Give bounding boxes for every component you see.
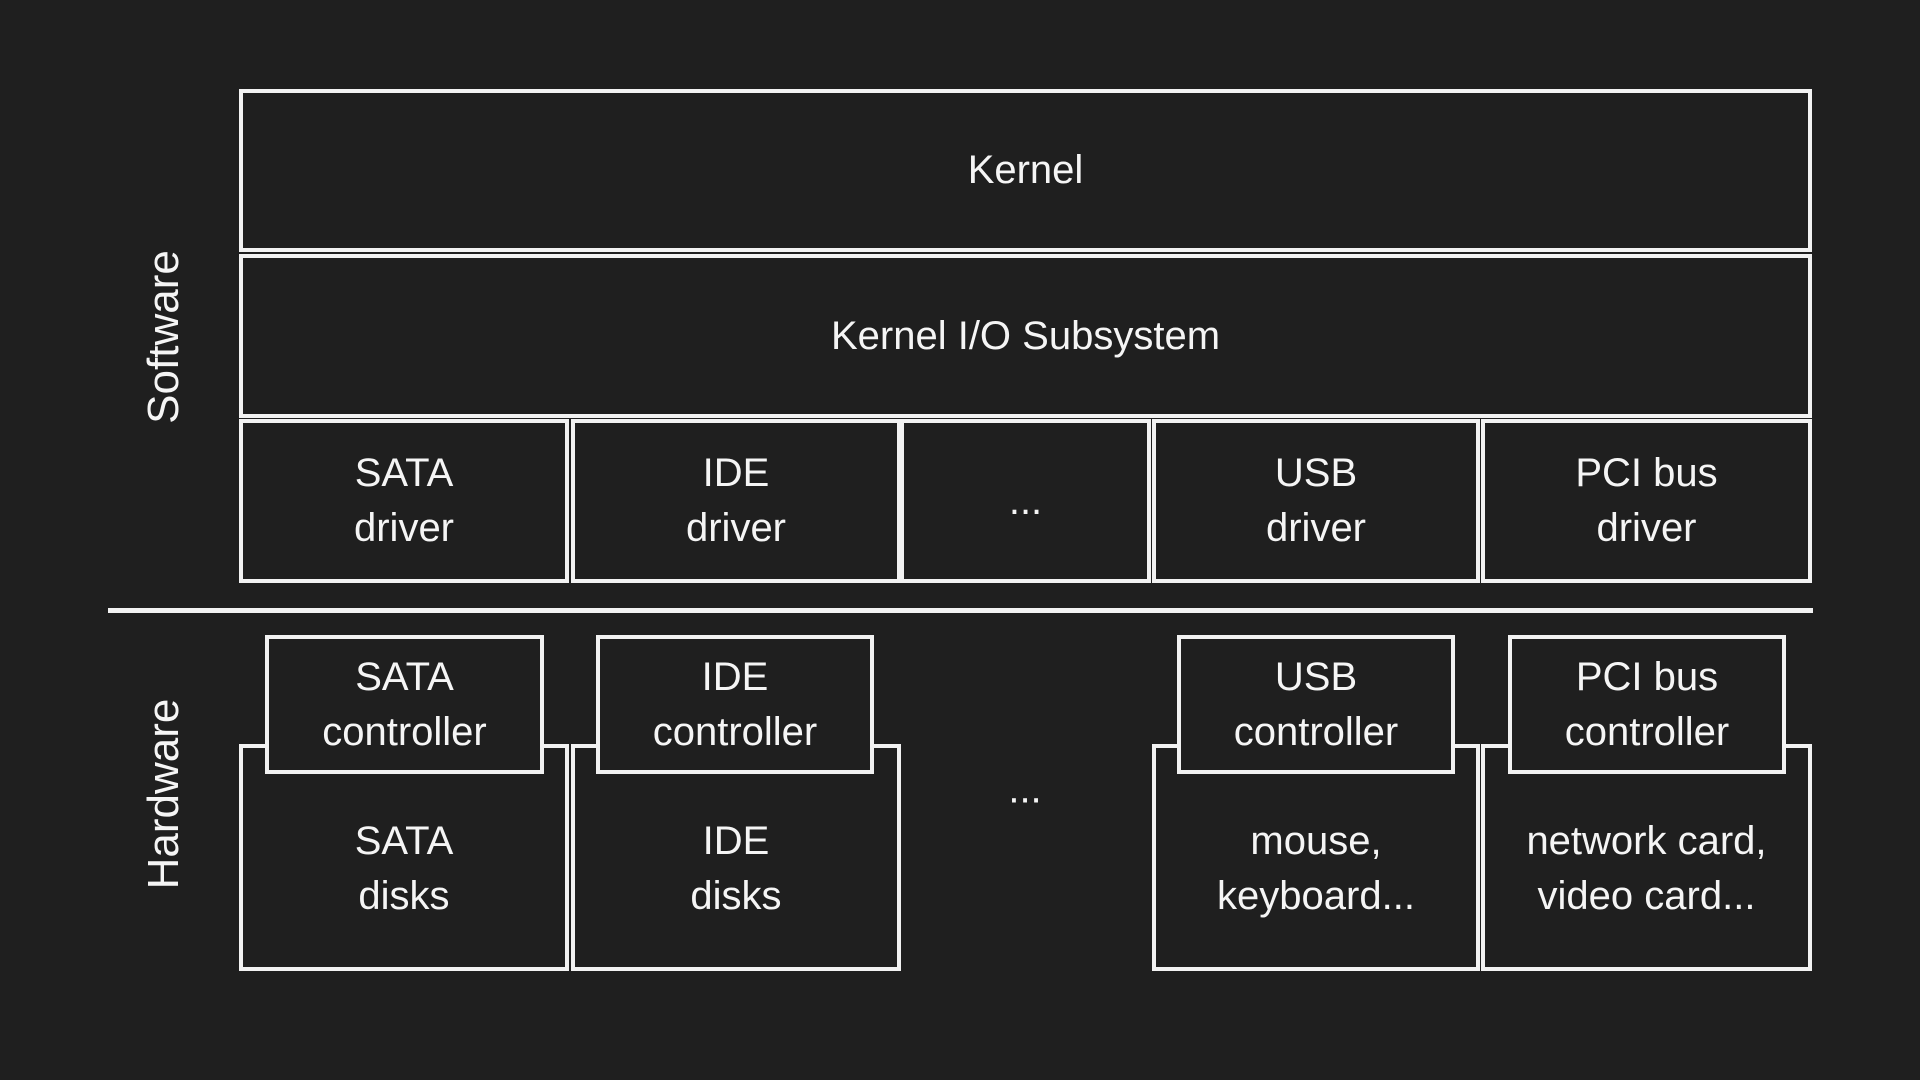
driver-box-pci-bus: PCI bus driver	[1481, 419, 1812, 583]
hardware-label: Hardware	[139, 698, 188, 890]
software-hardware-divider	[108, 608, 1813, 613]
driver-box-sata: SATA driver	[239, 419, 569, 583]
device-line2: keyboard...	[1217, 874, 1415, 918]
device-line1: network card,	[1526, 819, 1767, 863]
software-label: Software	[139, 250, 188, 424]
driver-box-ide: IDE driver	[571, 419, 901, 583]
device-line1: IDE	[702, 819, 770, 863]
kernel-io-subsystem-box: Kernel I/O Subsystem	[239, 254, 1812, 418]
controller-box-usb: USB controller	[1177, 635, 1455, 774]
driver-line2: driver	[353, 506, 455, 550]
controller-box-ide: IDE controller	[596, 635, 874, 774]
driver-line1: USB	[1274, 451, 1358, 495]
device-line2: disks	[690, 874, 782, 918]
device-line2: video card...	[1537, 874, 1756, 918]
controller-line2: controller	[322, 709, 487, 754]
controller-line1: IDE	[701, 654, 769, 699]
controller-line2: controller	[1564, 709, 1730, 754]
driver-box-usb: USB driver	[1152, 419, 1480, 583]
driver-line1: IDE	[702, 451, 770, 495]
controller-line2: controller	[1233, 709, 1399, 754]
controller-box-sata: SATA controller	[265, 635, 544, 774]
kernel-label: Kernel	[967, 148, 1084, 192]
driver-line1: PCI bus	[1575, 451, 1718, 495]
device-box-expansion-cards: network card, video card...	[1481, 744, 1812, 971]
device-box-input-devices: mouse, keyboard...	[1152, 744, 1480, 971]
kernel-box: Kernel	[239, 89, 1812, 252]
hardware-ellipsis: ...	[1008, 767, 1042, 812]
controller-line1: SATA	[355, 654, 454, 699]
driver-box-ellipsis: ...	[900, 419, 1151, 583]
driver-line2: driver	[685, 506, 787, 550]
device-line1: SATA	[354, 819, 454, 863]
device-line1: mouse,	[1250, 819, 1382, 863]
controller-line1: PCI bus	[1575, 654, 1719, 699]
driver-line2: driver	[1596, 506, 1697, 550]
kernel-io-subsystem-label: Kernel I/O Subsystem	[830, 313, 1221, 358]
driver-line1: ...	[1008, 479, 1043, 523]
device-box-sata-disks: SATA disks	[239, 744, 569, 971]
driver-line1: SATA	[354, 451, 454, 495]
controller-line1: USB	[1274, 654, 1358, 699]
controller-line2: controller	[652, 709, 818, 754]
device-box-ide-disks: IDE disks	[571, 744, 901, 971]
device-line2: disks	[358, 874, 450, 918]
driver-line2: driver	[1265, 506, 1367, 550]
controller-box-pci-bus: PCI bus controller	[1508, 635, 1786, 774]
